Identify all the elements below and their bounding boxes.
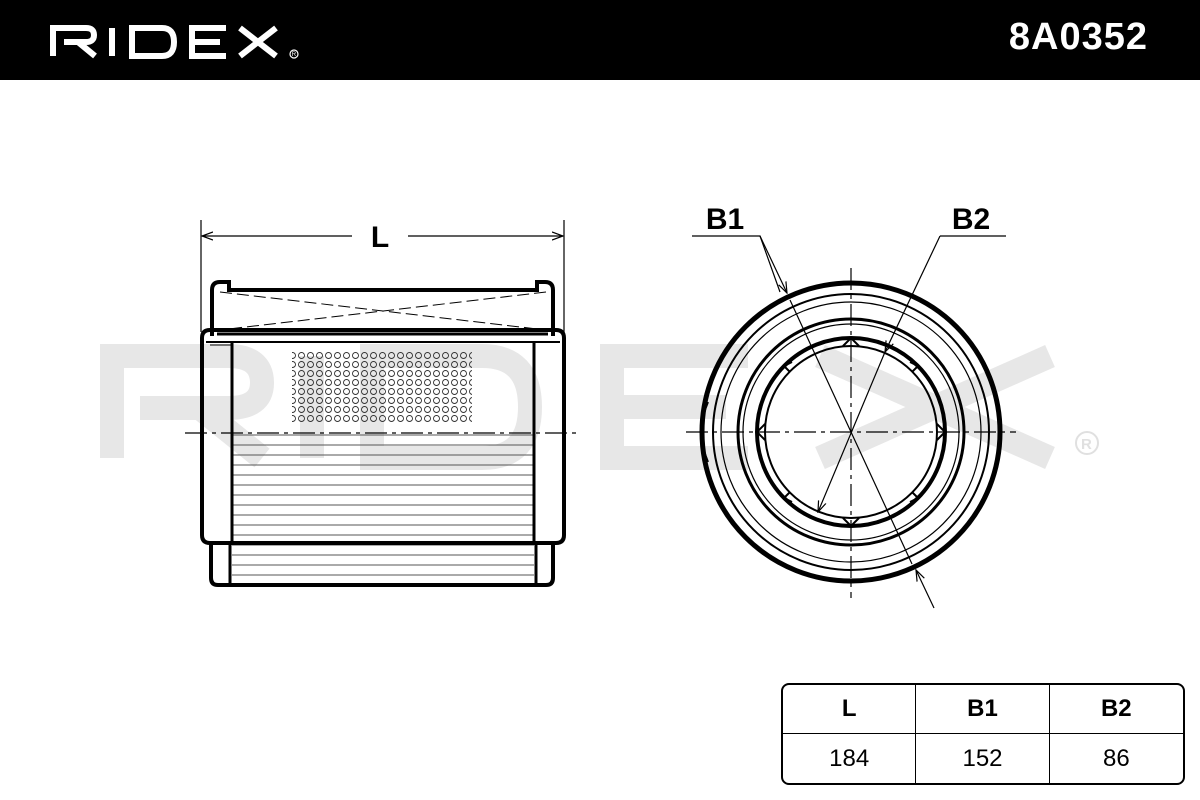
spec-header-b1: B1 — [916, 685, 1050, 734]
side-view: L — [185, 220, 578, 587]
svg-text:R: R — [292, 52, 297, 58]
pleated-media — [232, 434, 534, 584]
ridex-logo: R — [50, 25, 299, 59]
spec-value-b1: 152 — [916, 734, 1050, 783]
dimension-label-b1: B1 — [706, 203, 744, 236]
perforated-window — [292, 350, 472, 422]
spec-table: L B1 B2 184 152 86 — [781, 683, 1185, 785]
svg-text:R: R — [1081, 436, 1092, 453]
part-number: 8A0352 — [1008, 16, 1148, 58]
end-view: B1 B2 — [686, 203, 1016, 609]
bottom-end-cap — [209, 543, 555, 587]
spec-value-b2: 86 — [1102, 744, 1130, 772]
header-bar: R 8A0352 — [0, 0, 1200, 80]
leader-b1 — [692, 235, 781, 293]
seal-ring — [200, 328, 566, 545]
spec-header-b2: B2 — [1049, 685, 1183, 734]
dimension-label-l: L — [371, 221, 389, 254]
dimension-label-b2: B2 — [952, 203, 990, 236]
spec-value-l: 184 — [783, 734, 917, 783]
spec-header-l: L — [783, 685, 917, 734]
top-end-cap — [210, 280, 555, 336]
